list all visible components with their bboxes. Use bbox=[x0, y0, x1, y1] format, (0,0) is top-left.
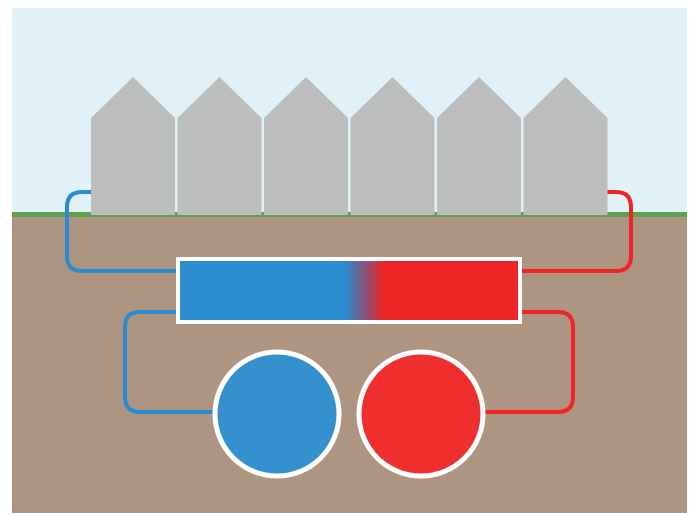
house-2 bbox=[177, 77, 262, 215]
house-3 bbox=[264, 77, 348, 215]
house-5 bbox=[437, 77, 521, 215]
heat-exchanger bbox=[176, 257, 522, 324]
house-6 bbox=[523, 77, 608, 215]
house-4 bbox=[350, 77, 435, 215]
house-1 bbox=[91, 77, 175, 215]
hot-pipe-bottom bbox=[484, 310, 575, 414]
cold-store bbox=[212, 349, 342, 479]
hot-store bbox=[356, 349, 486, 479]
hot-pipe-top bbox=[520, 190, 633, 273]
grass-line bbox=[12, 212, 687, 217]
cold-pipe-top bbox=[65, 190, 178, 273]
cold-pipe-bottom bbox=[123, 310, 215, 414]
pipes bbox=[65, 190, 633, 414]
houses bbox=[91, 77, 608, 215]
